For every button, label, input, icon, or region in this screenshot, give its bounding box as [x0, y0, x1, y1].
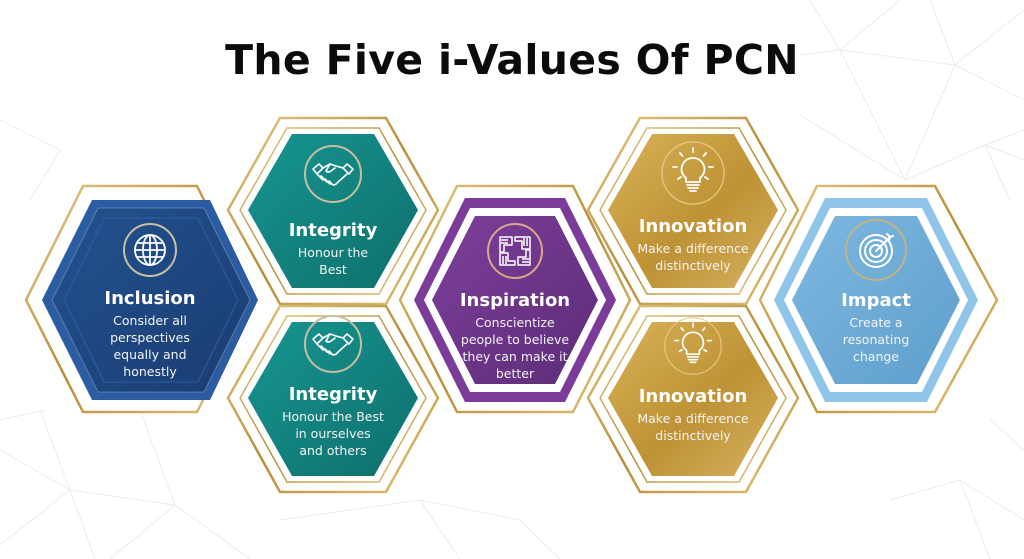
- value-description-line: change: [852, 349, 899, 364]
- value-title: Innovation: [638, 216, 748, 237]
- value-card-inspiration: Inspiration Conscientize people to belie…: [440, 222, 590, 382]
- value-card-integrity-bottom: Integrity Honour the Best in ourselves a…: [253, 314, 413, 459]
- hexagon-inclusion: [24, 184, 258, 414]
- value-description-line: Conscientize: [475, 315, 555, 330]
- value-description-line: Best: [319, 262, 347, 277]
- value-description-line: Make a difference: [637, 241, 749, 256]
- joined-hands-icon: [487, 223, 543, 279]
- value-title: Integrity: [288, 220, 378, 241]
- hexagon-inspiration: [398, 184, 632, 414]
- value-description-line: perspectives: [110, 330, 190, 345]
- value-description-line: resonating: [842, 332, 910, 347]
- value-description-line: Consider all: [113, 313, 187, 328]
- value-title: Impact: [841, 290, 911, 311]
- lightbulb-icon: [661, 141, 725, 205]
- value-title: Integrity: [288, 384, 378, 405]
- value-title: Innovation: [638, 386, 748, 407]
- value-description-line: and others: [299, 443, 367, 458]
- value-description-line: Make a difference: [637, 411, 749, 426]
- hexagon-integrity-top: [226, 116, 440, 306]
- value-description-line: they can make it: [462, 349, 568, 364]
- value-card-integrity-top: Integrity Honour the Best: [258, 144, 408, 278]
- value-description-line: Create a: [849, 315, 903, 330]
- value-card-innovation-top: Innovation Make a difference distinctive…: [613, 140, 773, 274]
- value-description-line: Honour the: [297, 245, 369, 260]
- value-description-line: honestly: [123, 364, 177, 379]
- globe-icon: [123, 223, 177, 277]
- value-card-innovation-bottom: Innovation Make a difference distinctive…: [613, 316, 773, 444]
- target-icon: [845, 219, 907, 281]
- hexagon-innovation-top: [586, 116, 800, 306]
- hexagon-innovation-bottom: [586, 304, 800, 494]
- hexagon-integrity-bottom: [226, 304, 440, 494]
- handshake-icon: [304, 145, 362, 203]
- handshake-icon: [304, 315, 362, 373]
- value-description-line: people to believe: [460, 332, 570, 347]
- value-title: Inclusion: [104, 288, 196, 309]
- value-card-inclusion: Inclusion Consider all perspectives equa…: [70, 222, 230, 380]
- value-description-line: distinctively: [655, 428, 731, 443]
- value-description-line: Honour the Best: [282, 409, 384, 424]
- value-card-impact: Impact Create a resonating change: [801, 218, 951, 365]
- page-title: The Five i-Values Of PCN: [225, 36, 799, 84]
- value-description-line: better: [495, 366, 535, 381]
- value-description-line: equally and: [113, 347, 187, 362]
- lightbulb-icon: [664, 317, 722, 375]
- hexagon-impact: [758, 184, 999, 414]
- value-description-line: distinctively: [655, 258, 731, 273]
- value-title: Inspiration: [459, 290, 571, 311]
- value-description-line: in ourselves: [295, 426, 371, 441]
